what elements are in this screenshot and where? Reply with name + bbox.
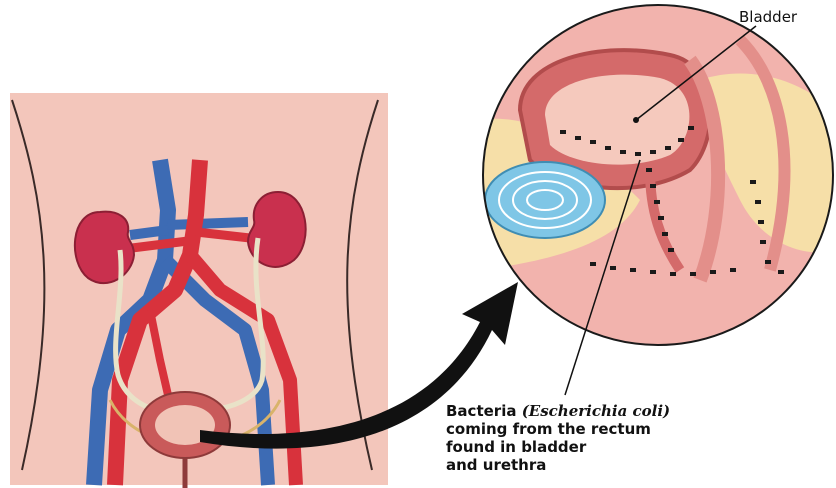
bladder-label: Bladder — [739, 8, 797, 26]
right-renal-artery — [196, 232, 250, 238]
left-renal-vein — [130, 230, 168, 235]
right-renal-vein — [168, 222, 248, 225]
caption-line-4: and urethra — [446, 456, 746, 474]
caption-line-1: Bacteria (Escherichia coli) — [446, 402, 746, 420]
bacteria-caption: Bacteria (Escherichia coli) coming from … — [446, 402, 746, 474]
caption-prefix: Bacteria — [446, 402, 522, 420]
bladder-lumen-magnified — [545, 75, 689, 165]
caption-line-2: coming from the rectum — [446, 420, 746, 438]
caption-species: (Escherichia coli) — [522, 402, 670, 420]
magnified-view — [480, 0, 836, 395]
caption-line-3: found in bladder — [446, 438, 746, 456]
rectum-blue — [485, 162, 605, 238]
left-kidney — [75, 212, 134, 283]
